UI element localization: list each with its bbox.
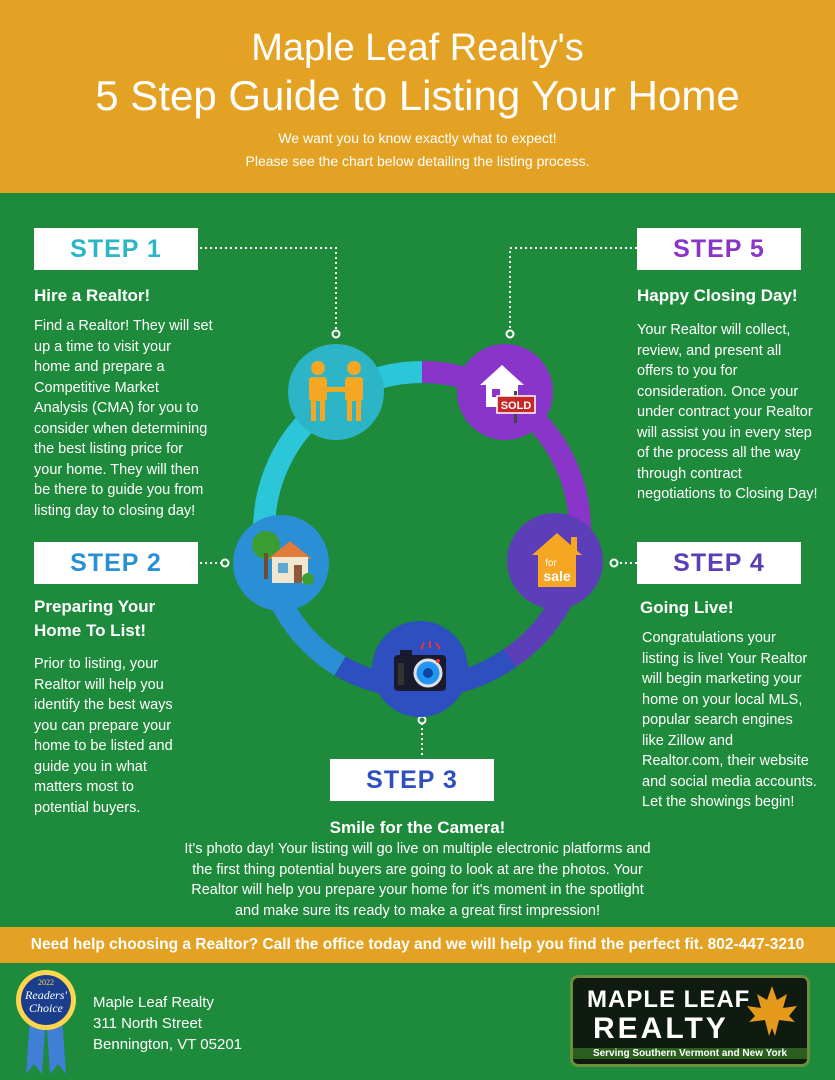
step-1-label: STEP 1: [34, 228, 198, 270]
step-5-line: will assist you in every step: [637, 424, 812, 441]
process-cycle-diagram: SOLD for sale: [200, 247, 637, 755]
step-1-line: Competitive Market: [34, 379, 159, 396]
step-1-body: Find a Realtor! They will set up a time …: [34, 316, 224, 521]
step-5-line: Your Realtor will collect,: [637, 322, 791, 338]
subtitle-line-1: We want you to know exactly what to expe…: [278, 130, 557, 146]
step-4-line: and social media accounts.: [642, 773, 817, 790]
sold-label: SOLD: [501, 400, 532, 412]
step-1-line: your home. They will then: [34, 461, 199, 478]
step-5-line: consideration. Once your: [637, 383, 799, 400]
step-1-line: be there to guide you from: [34, 482, 204, 498]
step-1-line: consider when determining: [34, 420, 208, 437]
step-5-line: of the process all the way: [637, 445, 801, 461]
step-5-line: under contract your Realtor: [637, 404, 813, 420]
step-4-line: will begin marketing your: [642, 671, 802, 687]
step-2-line: home to be listed and: [34, 738, 173, 754]
step-3-line: It's photo day! Your listing will go liv…: [184, 841, 651, 857]
step-4-line: Realtor.com, their website: [642, 753, 809, 769]
step-2-label: STEP 2: [34, 542, 198, 584]
step-4-line: listing is live! Your Realtor: [642, 650, 808, 667]
step-3-heading: Smile for the Camera!: [329, 818, 506, 837]
step-5-label: STEP 5: [637, 228, 801, 270]
step-2-line: identify the best ways: [34, 697, 173, 713]
connector-step5: [509, 247, 637, 330]
award-year: 2022: [38, 978, 54, 987]
step-3-line: and make sure its ready to make a great …: [234, 902, 601, 919]
handshake-people-icon: [288, 344, 384, 440]
step-5-line: negotiations to Closing Day!: [637, 486, 818, 502]
step-2-line: you can prepare your: [34, 717, 172, 734]
for-label: for: [545, 558, 557, 569]
sold-sign-icon: SOLD: [457, 344, 553, 440]
step-3-body: It's photo day! Your listing will go liv…: [0, 839, 835, 921]
camera-icon: [372, 621, 468, 717]
logo-tagline: Serving Southern Vermont and New York: [573, 1048, 807, 1059]
step-4-heading: Going Live!: [640, 598, 734, 617]
step-4-body: Congratulations your listing is live! Yo…: [642, 628, 832, 813]
step-1-line: the best listing price for: [34, 441, 184, 457]
office-address: Maple Leaf Realty 311 North Street Benni…: [93, 992, 242, 1055]
logo-line-1: MAPLE LEAF: [587, 986, 751, 1013]
maple-leaf-realty-logo: MAPLE LEAF REALTY Serving Southern Vermo…: [570, 975, 810, 1067]
step-1-heading: Hire a Realtor!: [34, 286, 151, 305]
connector-dot-5: [505, 329, 515, 339]
step-4-line: like Zillow and: [642, 732, 734, 749]
step-4-line: home on your local MLS,: [642, 691, 803, 708]
step-4-line: Let the showings begin!: [642, 794, 795, 810]
step-1-line: home and prepare a: [34, 359, 165, 375]
subtitle-line-2: Please see the chart below detailing the…: [245, 153, 590, 169]
step-1-line: Find a Realtor! They will set: [34, 318, 213, 334]
for-sale-sign-icon: for sale: [507, 513, 603, 609]
step-4-line: Congratulations your: [642, 630, 776, 646]
step-3-line: Realtor will help you prepare your home …: [191, 882, 644, 898]
company-name: Maple Leaf Realty: [93, 994, 214, 1011]
street-address: 311 North Street: [93, 1015, 202, 1032]
step-2-heading-line: Home To List!: [34, 621, 147, 640]
title-line-1: Maple Leaf Realty's: [251, 27, 584, 69]
title-line-2: 5 Step Guide to Listing Your Home: [95, 72, 740, 119]
maple-leaf-icon: [747, 986, 797, 1036]
step-3-label: STEP 3: [330, 759, 494, 801]
connector-step1: [200, 247, 337, 330]
step-2-line: Realtor will help you: [34, 676, 164, 693]
call-to-action-banner: Need help choosing a Realtor? Call the o…: [0, 927, 835, 963]
connector-dot-2: [220, 558, 230, 568]
step-5-line: offers to you for: [637, 363, 738, 379]
city-state-zip: Bennington, VT 05201: [93, 1036, 243, 1053]
step-2-line: matters most to: [34, 779, 134, 795]
step-5-line: review, and present all: [637, 342, 782, 359]
step-2-line: guide you in what: [34, 758, 147, 775]
step-1-line: listing day to closing day!: [34, 502, 196, 519]
step-2-line: Prior to listing, your: [34, 656, 159, 672]
step-3-line: the first thing potential buyers are goi…: [192, 861, 643, 878]
step-5-line: through contract: [637, 465, 742, 482]
logo-line-2: REALTY: [593, 1012, 729, 1045]
step-4-line: popular search engines: [642, 712, 793, 728]
award-line-3: Choice: [29, 1001, 64, 1015]
connector-dot-3: [417, 715, 427, 725]
header: Maple Leaf Realty's 5 Step Guide to List…: [0, 0, 835, 193]
step-5-heading: Happy Closing Day!: [637, 286, 798, 305]
step-2-body: Prior to listing, your Realtor will help…: [34, 654, 204, 818]
step-2-line: potential buyers.: [34, 799, 141, 816]
step-5-body: Your Realtor will collect, review, and p…: [637, 320, 832, 505]
step-4-label: STEP 4: [637, 542, 801, 584]
connector-dot-1: [331, 329, 341, 339]
step-1-line: Analysis (CMA) for you to: [34, 400, 199, 416]
step-2-heading: Preparing Your Home To List!: [34, 595, 155, 643]
award-line-2: Readers': [24, 988, 67, 1002]
sale-label: sale: [543, 568, 570, 584]
step-1-line: up a time to visit your: [34, 338, 171, 355]
connector-dot-4: [609, 558, 619, 568]
step-2-heading-line: Preparing Your: [34, 597, 156, 616]
house-with-tree-icon: [233, 515, 329, 611]
readers-choice-award-icon: 2022 Readers' Choice: [16, 970, 76, 1074]
